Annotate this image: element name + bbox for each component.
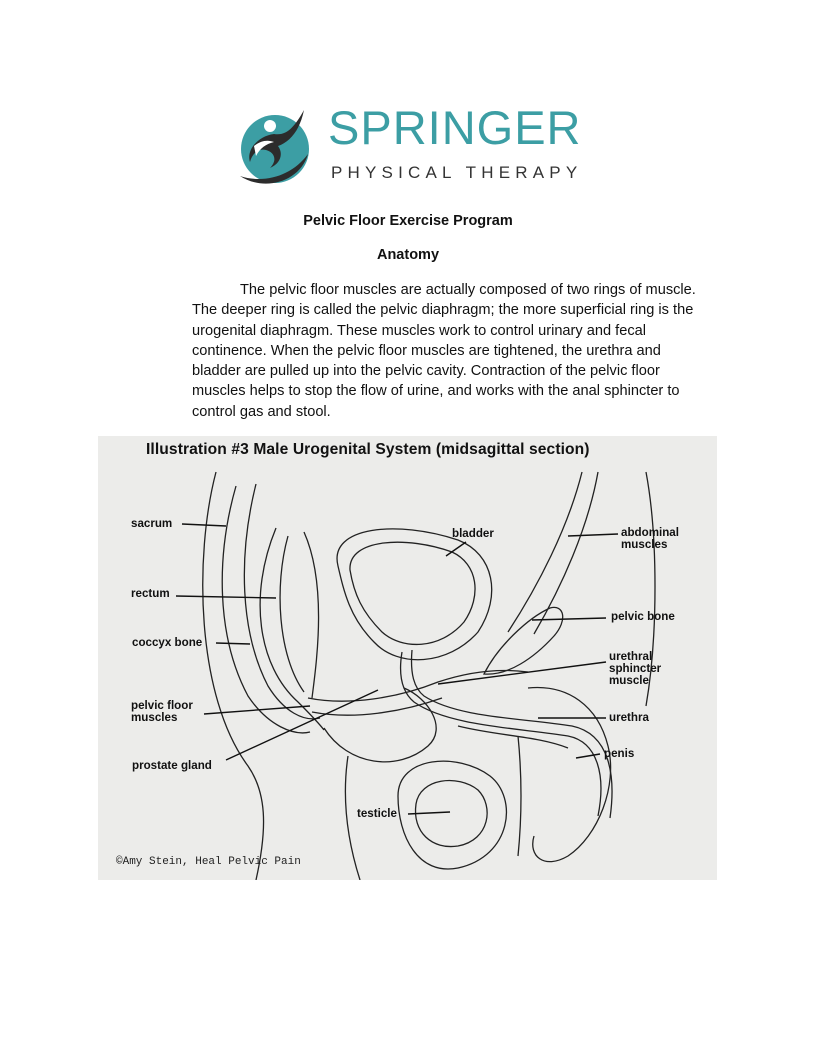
illustration-credit: ©Amy Stein, Heal Pelvic Pain — [116, 856, 301, 868]
label-penis: penis — [604, 747, 635, 760]
label-urethra: urethra — [609, 711, 649, 724]
illustration-title: Illustration #3 Male Urogenital System (… — [146, 441, 590, 458]
logo-figure-icon — [240, 110, 309, 184]
label-urethral-sphincter-muscle: urethral sphincter muscle — [609, 650, 662, 687]
label-prostate-gland: prostate gland — [132, 759, 212, 772]
label-pelvic-bone: pelvic bone — [611, 610, 675, 623]
anatomy-paragraph: The pelvic floor muscles are actually co… — [192, 282, 696, 420]
logo-brand: SPRINGER — [328, 101, 582, 154]
label-pelvic-floor-muscles: pelvic floor muscles — [131, 699, 193, 724]
label-sacrum: sacrum — [131, 517, 173, 530]
anatomy-drawing — [175, 471, 656, 880]
logo-subtitle: PHYSICAL THERAPY — [331, 163, 583, 182]
document-title: Pelvic Floor Exercise Program — [303, 213, 513, 229]
label-coccyx-bone: coccyx bone — [132, 636, 203, 649]
label-rectum: rectum — [131, 587, 170, 600]
logo: SPRINGER PHYSICAL THERAPY — [234, 102, 584, 188]
label-bladder: bladder — [452, 527, 494, 540]
section-heading: Anatomy — [376, 247, 440, 263]
label-abdominal-muscles: abdominal muscles — [621, 526, 679, 551]
label-testicle: testicle — [357, 807, 397, 820]
anatomy-illustration: Illustration #3 Male Urogenital System (… — [98, 436, 717, 880]
